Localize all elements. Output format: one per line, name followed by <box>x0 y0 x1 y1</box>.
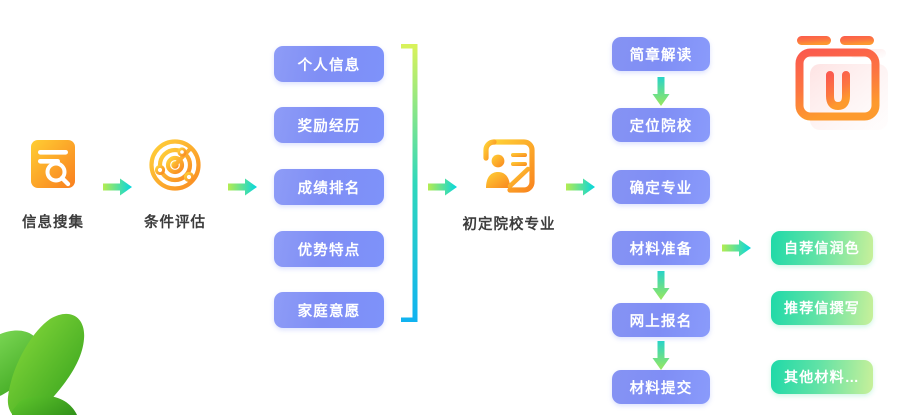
arrow-stage1-to-stage2-icon <box>103 178 132 196</box>
arrow-down-3-icon <box>652 341 670 370</box>
arrow-stage3-to-process-icon <box>566 178 595 196</box>
stage-caption: 信息搜集 <box>22 215 84 231</box>
material-item-recommendation-letter[interactable]: 推荐信撰写 <box>771 291 873 325</box>
material-item-self-recommendation-polish[interactable]: 自荐信润色 <box>771 231 873 265</box>
criteria-item-strengths[interactable]: 优势特点 <box>274 231 384 267</box>
leaf-decoration <box>0 313 85 415</box>
stage-caption: 初定院校专业 <box>462 217 556 233</box>
process-item-brochure-interpretation[interactable]: 简章解读 <box>612 37 710 71</box>
criteria-bracket-icon <box>401 44 418 322</box>
process-item-material-submission[interactable]: 材料提交 <box>612 370 710 404</box>
arrow-down-2-icon <box>652 271 670 300</box>
stage-info-collection[interactable]: 信息搜集 <box>0 136 108 232</box>
criteria-item-awards[interactable]: 奖励经历 <box>274 107 384 143</box>
target-icon <box>149 139 201 191</box>
stage-preliminary-school-major[interactable]: 初定院校专业 <box>444 138 574 234</box>
process-item-online-registration[interactable]: 网上报名 <box>612 303 710 337</box>
arrow-bracket-to-stage3-icon <box>428 178 457 196</box>
process-item-locate-schools[interactable]: 定位院校 <box>612 108 710 142</box>
arrow-down-1-icon <box>652 77 670 106</box>
process-item-confirm-major[interactable]: 确定专业 <box>612 170 710 204</box>
brand-watermark-icon <box>795 36 888 130</box>
arrow-stage2-to-criteria-icon <box>228 178 257 196</box>
stage-caption: 条件评估 <box>144 215 206 231</box>
criteria-item-grades-ranking[interactable]: 成绩排名 <box>274 169 384 205</box>
criteria-item-personal-info[interactable]: 个人信息 <box>274 46 384 82</box>
stage-condition-evaluation[interactable]: 条件评估 <box>120 136 230 232</box>
material-item-other-materials[interactable]: 其他材料… <box>771 360 873 394</box>
person-resume-icon <box>483 139 535 193</box>
process-item-material-preparation[interactable]: 材料准备 <box>612 231 710 265</box>
arrow-materials-branch-icon <box>722 239 751 257</box>
document-search-icon <box>31 140 75 188</box>
criteria-item-family-wishes[interactable]: 家庭意愿 <box>274 292 384 328</box>
